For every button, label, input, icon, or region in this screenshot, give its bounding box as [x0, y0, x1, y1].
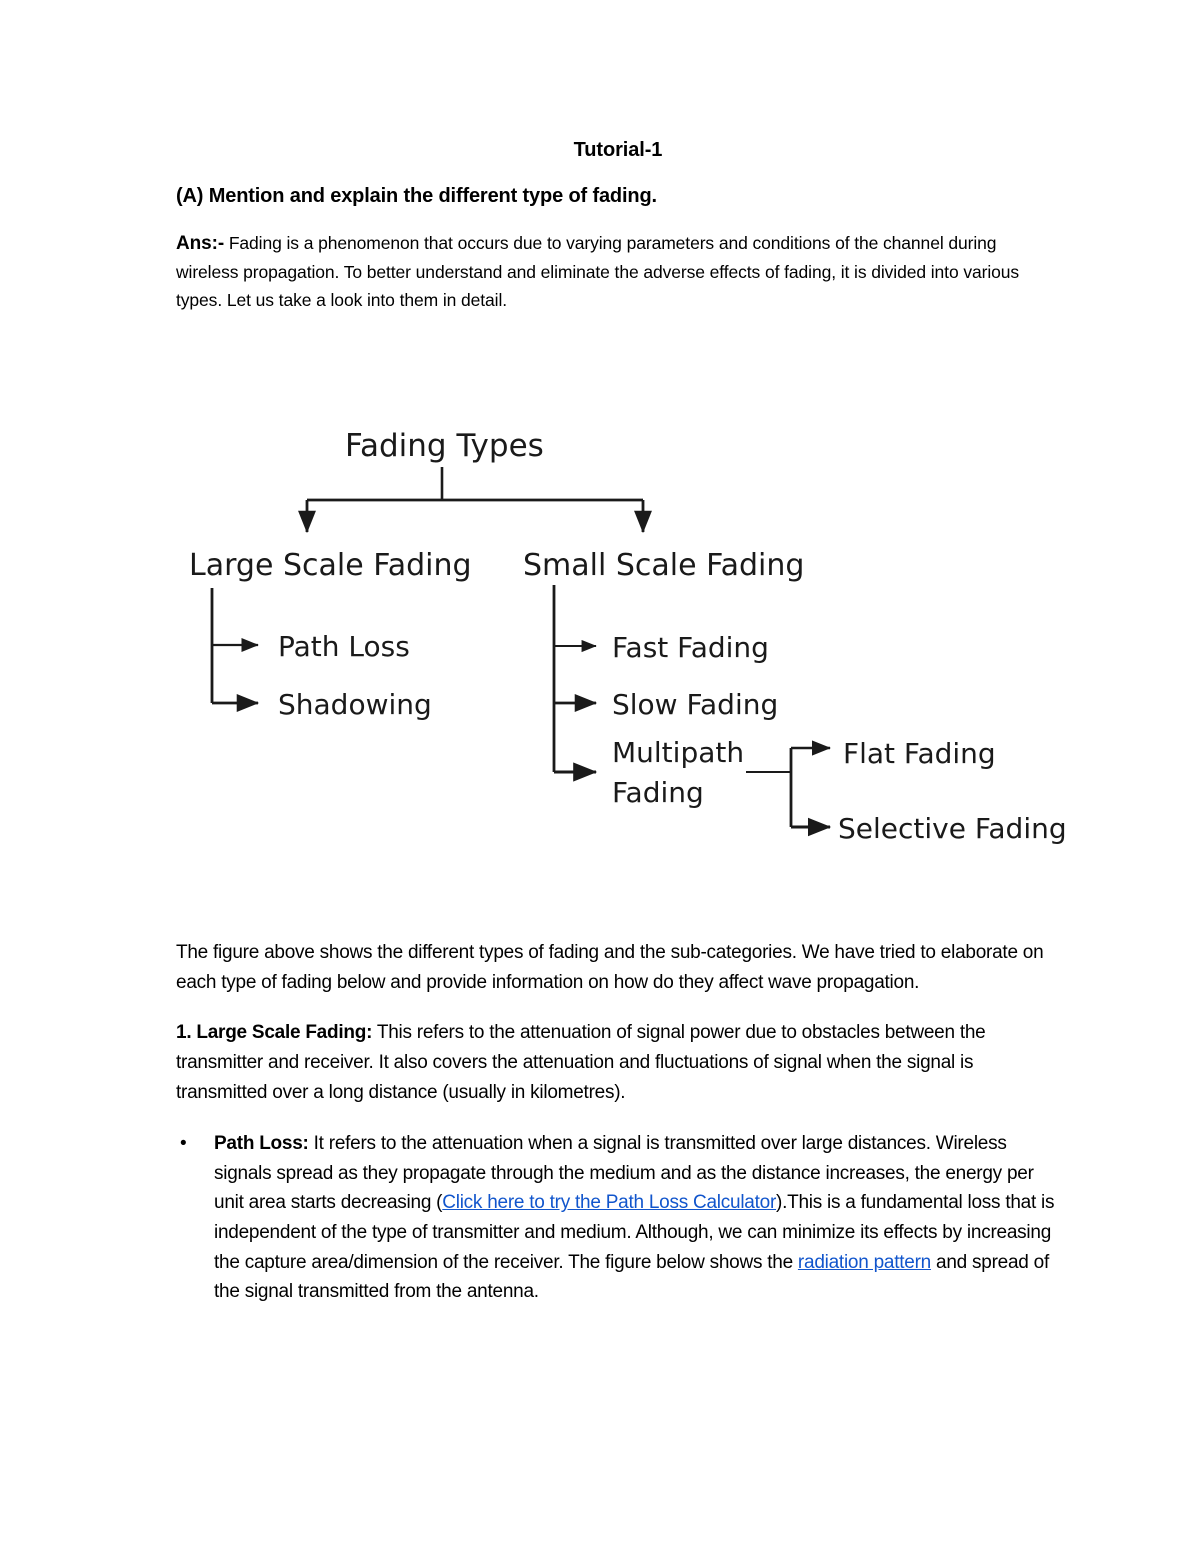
bullet-marker: • — [180, 1133, 187, 1155]
fading-types-diagram: Fading Types Large Scale Fading Small Sc… — [0, 405, 1200, 875]
path-loss-calculator-link[interactable]: Click here to try the Path Loss Calculat… — [442, 1192, 777, 1214]
diagram-node-shadowing: Shadowing — [278, 688, 432, 721]
path-loss-text-2: ).This is a fundamental loss that is ind… — [214, 1192, 1055, 1273]
document-content: Tutorial-1 (A) Mention and explain the d… — [176, 0, 1060, 314]
answer-body-text: Fading is a phenomenon that occurs due t… — [176, 233, 1020, 310]
diagram-node-multipath-fading-line1: Multipath — [612, 736, 744, 769]
answer-lead-label: Ans:- — [176, 233, 225, 254]
path-loss-text-3: and spread of the signal transmitted fro… — [214, 1251, 1049, 1303]
diagram-node-slow-fading: Slow Fading — [612, 688, 778, 721]
diagram-node-flat-fading: Flat Fading — [843, 737, 996, 770]
diagram-node-small-scale-fading: Small Scale Fading — [523, 548, 804, 583]
diagram-node-path-loss: Path Loss — [278, 630, 410, 663]
diagram-node-selective-fading: Selective Fading — [838, 812, 1067, 845]
path-loss-heading: Path Loss: — [214, 1133, 309, 1155]
large-scale-paragraph: 1. Large Scale Fading: This refers to th… — [176, 997, 1060, 1107]
diagram-node-large-scale-fading: Large Scale Fading — [189, 548, 472, 583]
large-scale-body: This refers to the attenuation of signal… — [176, 1022, 986, 1103]
answer-paragraph: Ans:- Fading is a phenomenon that occurs… — [176, 207, 1060, 314]
diagram-node-multipath-fading-line2: Fading — [612, 776, 704, 809]
page-title: Tutorial-1 — [573, 139, 663, 161]
path-loss-text-1: It refers to the attenuation when a sign… — [214, 1133, 1034, 1214]
intro-paragraph: The figure above shows the different typ… — [176, 942, 1044, 993]
diagram-node-fast-fading: Fast Fading — [612, 631, 769, 664]
document-body-lower: The figure above shows the different typ… — [176, 938, 1060, 1307]
list-item: • Path Loss: It refers to the attenuatio… — [176, 1107, 1060, 1307]
large-scale-heading: 1. Large Scale Fading: — [176, 1022, 373, 1044]
path-loss-bullet-text: Path Loss: It refers to the attenuation … — [214, 1129, 1060, 1307]
radiation-pattern-link[interactable]: radiation pattern — [797, 1251, 931, 1273]
diagram-node-root: Fading Types — [345, 428, 544, 464]
question-heading: (A) Mention and explain the different ty… — [176, 185, 657, 207]
